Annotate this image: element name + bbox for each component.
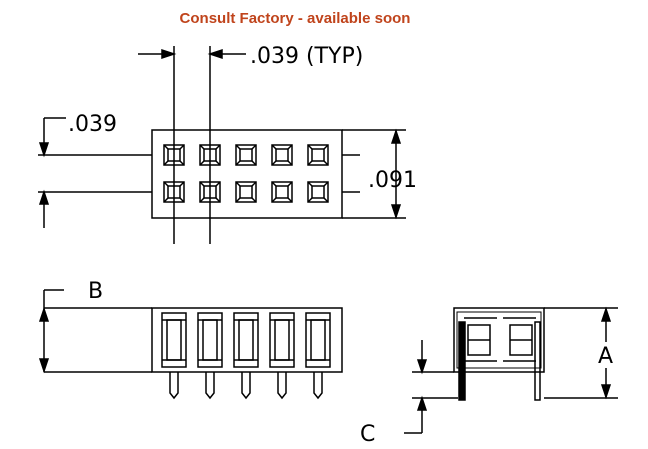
- front-view-pin: [305, 312, 331, 400]
- top-view-contacts: [163, 144, 329, 203]
- b-dimension: B: [38, 279, 103, 374]
- top-view-contact: [307, 144, 329, 166]
- c-label: C: [360, 422, 375, 447]
- row-pitch-label: .039: [68, 112, 117, 137]
- top-view-contact: [235, 181, 257, 203]
- top-view-contact: [307, 181, 329, 203]
- c-dimension: C: [360, 340, 428, 447]
- top-view-contact: [199, 144, 221, 166]
- top-view-contact: [271, 181, 293, 203]
- b-label: B: [88, 279, 103, 304]
- height-091-dimension: .091: [368, 128, 417, 220]
- front-view-pins: [161, 312, 331, 400]
- pitch-typ-label: .039 (TYP): [250, 44, 363, 69]
- front-view-pin: [233, 312, 259, 400]
- side-view: [412, 307, 618, 401]
- consult-factory-notice: Consult Factory - available soon: [179, 10, 411, 27]
- row-pitch-dimension: .039: [38, 112, 117, 228]
- top-view-contact: [235, 144, 257, 166]
- front-view-pin: [161, 312, 187, 400]
- pitch-typ-dimension: .039 (TYP): [138, 44, 363, 69]
- height-091-label: .091: [368, 168, 417, 193]
- top-view: [38, 46, 406, 244]
- front-view-housing: [151, 307, 343, 373]
- side-view-housing: [453, 307, 545, 373]
- front-view-pin: [197, 312, 223, 400]
- a-dimension: A: [594, 306, 618, 400]
- top-view-housing: [151, 129, 343, 219]
- front-view: [44, 307, 343, 400]
- top-view-contact: [271, 144, 293, 166]
- front-view-pin: [269, 312, 295, 400]
- a-label: A: [598, 344, 613, 369]
